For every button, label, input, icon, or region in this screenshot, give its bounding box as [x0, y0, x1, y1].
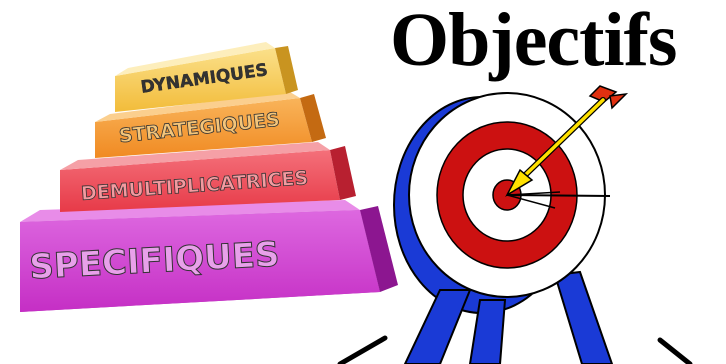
pyramid-tier-strategiques — [95, 92, 326, 158]
arrow-head — [505, 168, 534, 198]
target-leg-right — [553, 270, 614, 364]
target-leg-left — [403, 289, 472, 364]
target-leg-middle — [468, 299, 507, 364]
pyramid-tier-dynamiques — [115, 42, 298, 112]
decorative-stroke — [657, 337, 693, 364]
target — [393, 92, 614, 364]
arrow-shaft — [516, 98, 605, 184]
impact-line — [506, 194, 611, 197]
pyramid-tier-demultiplicatrices — [60, 142, 356, 212]
arrow-fletching — [609, 92, 629, 110]
arrow — [505, 85, 629, 198]
page-title: Objectifs — [390, 0, 677, 82]
impact-line — [506, 191, 561, 196]
arrow-fletching — [588, 85, 618, 103]
pyramid-tier-specifiques — [20, 200, 398, 312]
decorative-stroke — [337, 335, 388, 364]
impact-line — [506, 194, 556, 209]
pyramid — [20, 42, 398, 312]
